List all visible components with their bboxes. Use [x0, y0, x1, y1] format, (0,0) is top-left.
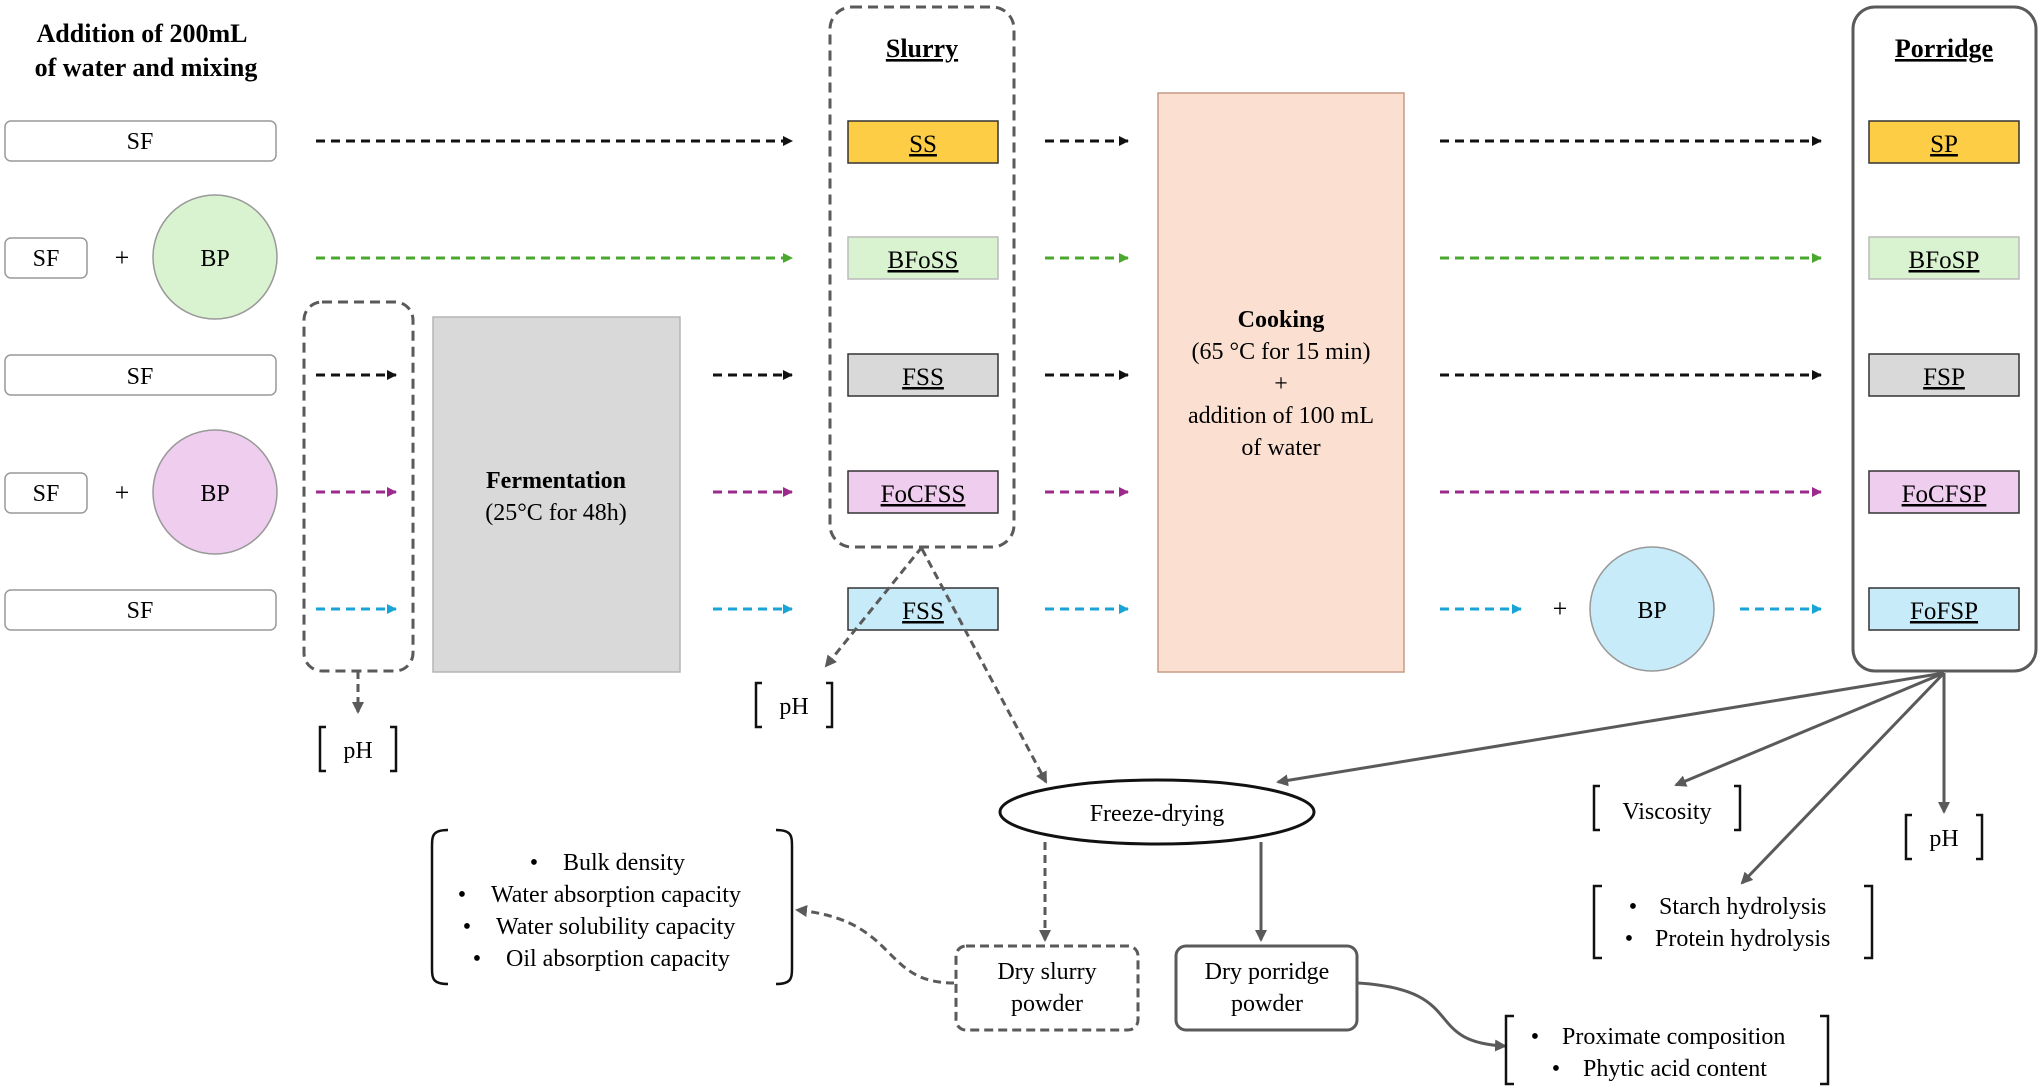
composition-item-2: Phytic acid content: [1583, 1056, 1767, 1082]
sf-box-4: [4, 472, 88, 514]
porridge-title: Porridge: [1895, 34, 1993, 63]
porridge-box-sp: [1868, 120, 2020, 164]
header-title: Addition of 200mL of water and mixing: [35, 19, 258, 82]
prop-item-3: Water solubility capacity: [496, 914, 735, 940]
sf-label-2: SF: [33, 246, 60, 272]
porridge-group: [1851, 5, 2038, 673]
prop-item-2: Water absorption capacity: [491, 882, 741, 908]
dry-porridge-to-composition-arrow: [1357, 981, 1507, 1052]
sf-label-4: SF: [33, 481, 60, 507]
bp-circle-green: [152, 194, 278, 320]
row-4-inputs: SF + BP: [4, 429, 278, 555]
dry-slurry-line-2: powder: [1011, 991, 1083, 1017]
cooking-box: [1157, 92, 1405, 673]
sf-box-2: [4, 237, 88, 279]
prop-bullet-1: •: [530, 850, 538, 876]
dry-slurry-box: [954, 944, 1140, 1032]
porridge-box-bfosp: [1868, 236, 2020, 280]
row-2-inputs: SF + BP: [4, 194, 278, 320]
row-3-inputs: SF: [4, 354, 277, 396]
sf-label-5: SF: [127, 598, 154, 624]
hydrolysis-list: • Starch hydrolysis • Protein hydrolysis: [1592, 884, 1874, 960]
porridge-label-sp: SP: [1930, 131, 1958, 158]
composition-bullet-2: •: [1552, 1056, 1560, 1082]
composition-bullet-1: •: [1531, 1024, 1539, 1050]
functional-properties-list: • Bulk density • Water absorption capaci…: [430, 828, 794, 986]
slurry-box-bfoss: [847, 236, 999, 280]
slurry-ph-label: pH: [779, 694, 808, 720]
dry-slurry-line-1: Dry slurry: [997, 959, 1096, 985]
sf-box-1: [4, 120, 277, 162]
composition-list: • Proximate composition • Phytic acid co…: [1504, 1014, 1830, 1086]
slurry-to-freeze-arrow: [920, 548, 1048, 784]
porridge-box-fsp: [1868, 353, 2020, 397]
dry-porridge-box: [1174, 944, 1359, 1032]
porridge-output-arrows: [1276, 671, 1950, 885]
fermentation-detail: (25°C for 48h): [485, 500, 627, 526]
slurry-title: Slurry: [886, 34, 958, 63]
porridge-label-fofsp: FoFSP: [1910, 598, 1978, 625]
freeze-drying-node: [998, 778, 1316, 846]
slurry-label-focfss: FoCFSS: [881, 481, 966, 508]
porridge-box-fofsp: [1868, 587, 2020, 631]
cooking-title: Cooking: [1238, 307, 1325, 333]
bp-label-4: BP: [200, 481, 229, 507]
late-plus-sign: +: [1553, 594, 1568, 623]
composition-item-1: Proximate composition: [1562, 1024, 1785, 1050]
porridge-label-focfsp: FoCFSP: [1902, 481, 1987, 508]
row-5-inputs: SF: [4, 589, 277, 631]
hydrolysis-item-2: Protein hydrolysis: [1655, 926, 1830, 952]
porridge-box-focfsp: [1868, 470, 2020, 514]
slurry-box-ss: [847, 120, 999, 164]
header-line-1: Addition of 200mL: [37, 19, 248, 48]
slurry-box-focfss: [847, 470, 999, 514]
plus-sign-2: +: [115, 243, 130, 272]
dry-slurry-to-props-arrow: [795, 905, 955, 985]
porridge-ph-bracket: pH: [1904, 813, 1984, 861]
sf-label-1: SF: [127, 129, 154, 155]
porridge-label-fsp: FSP: [1923, 364, 1965, 391]
prop-bullet-4: •: [473, 946, 481, 972]
hydrolysis-bullet-2: •: [1625, 926, 1633, 952]
slurry-label-fss: FSS: [902, 364, 944, 391]
bp-label-late: BP: [1637, 598, 1666, 624]
porridge-label-bfosp: BFoSP: [1909, 247, 1980, 274]
fermentation-title: Fermentation: [486, 468, 626, 494]
dry-porridge-line-2: powder: [1231, 991, 1303, 1017]
dry-porridge-line-1: Dry porridge: [1205, 959, 1330, 985]
hydrolysis-item-1: Starch hydrolysis: [1659, 894, 1826, 920]
porridge-ph-label: pH: [1929, 826, 1958, 852]
cooking-line-1: (65 °C for 15 min): [1192, 339, 1371, 365]
bp-label-2: BP: [200, 246, 229, 272]
prop-item-1: Bulk density: [563, 850, 685, 876]
slurry-box-fss: [847, 353, 999, 397]
sf-box-5: [4, 589, 277, 631]
header-line-2: of water and mixing: [35, 53, 258, 82]
bp-circle-pink: [152, 429, 278, 555]
cooking-line-3: addition of 100 mL: [1188, 403, 1374, 429]
fermentation-ph-group: [302, 300, 415, 673]
slurry-label-bfoss: BFoSS: [888, 247, 959, 274]
fermentation-box: [432, 316, 681, 673]
slurry-ph-bracket: pH: [754, 681, 834, 729]
prop-item-4: Oil absorption capacity: [506, 946, 730, 972]
slurry-label-ss: SS: [909, 131, 937, 158]
plus-sign-4: +: [115, 478, 130, 507]
hydrolysis-bullet-1: •: [1629, 894, 1637, 920]
fermentation-ph-label: pH: [343, 738, 372, 764]
prop-bullet-2: •: [458, 882, 466, 908]
row-1-inputs: SF: [4, 120, 277, 162]
bp-circle-blue: [1589, 546, 1715, 672]
sf-box-3: [4, 354, 277, 396]
prop-bullet-3: •: [463, 914, 471, 940]
sf-label-3: SF: [127, 364, 154, 390]
viscosity-box: Viscosity: [1592, 784, 1742, 832]
freeze-drying-label: Freeze-drying: [1090, 801, 1225, 827]
cooking-line-4: of water: [1241, 435, 1320, 461]
cooking-line-2: +: [1274, 371, 1288, 397]
slurry-label-fss-2: FSS: [902, 598, 944, 625]
fermentation-ph-bracket: pH: [318, 725, 398, 773]
viscosity-label: Viscosity: [1622, 799, 1711, 825]
